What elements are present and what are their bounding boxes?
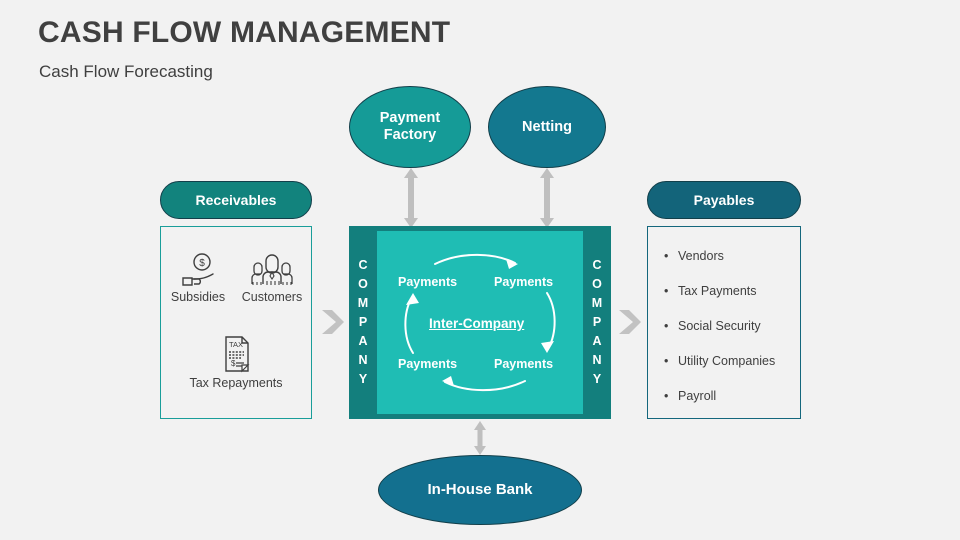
company-letter: Y — [592, 372, 602, 386]
chevron-right-icon-company-to-payables — [619, 310, 641, 334]
receivables-icon-row-top: $ Subsidies Customers — [160, 242, 312, 304]
chevron-right-icon-receivables-to-company — [322, 310, 344, 334]
circular-flow-arrows-icon — [404, 253, 556, 392]
company-letter: A — [358, 334, 368, 348]
payables-header-label: Payables — [693, 192, 755, 208]
receivables-header-label: Receivables — [195, 192, 277, 208]
company-letter: C — [358, 258, 368, 272]
tax-document-icon: TAX $ — [225, 336, 250, 373]
company-letter: N — [592, 353, 602, 367]
company-letter: C — [592, 258, 602, 272]
payables-list: Vendors Tax Payments Social Security Uti… — [662, 239, 794, 414]
payments-label-bottom-right: Payments — [494, 357, 554, 371]
receivables-header[interactable]: Receivables — [160, 181, 312, 219]
page-title: CASH FLOW MANAGEMENT — [38, 16, 451, 49]
double-arrow-vertical-icon-payment-factory — [404, 168, 418, 228]
receivables-icon-row-bottom: TAX $ Tax Repayments — [160, 328, 312, 390]
receivables-panel — [160, 226, 312, 419]
payment-factory-line1: Payment — [379, 110, 441, 127]
payables-header[interactable]: Payables — [647, 181, 801, 219]
receivables-item-tax-repayments[interactable]: TAX $ Tax Repayments — [160, 334, 312, 390]
list-item[interactable]: Utility Companies — [662, 344, 794, 379]
inter-company-label: Inter-Company — [429, 316, 525, 331]
receivables-label-subsidies: Subsidies — [170, 290, 226, 304]
company-letter: P — [592, 315, 602, 329]
company-letter: M — [591, 296, 603, 310]
list-item[interactable]: Vendors — [662, 239, 794, 274]
node-in-house-bank[interactable]: In-House Bank — [378, 455, 582, 525]
payment-factory-line2: Factory — [383, 127, 437, 143]
receivables-label-customers: Customers — [241, 290, 303, 304]
people-group-icon — [251, 254, 293, 285]
list-item[interactable]: Payroll — [662, 379, 794, 414]
list-item[interactable]: Tax Payments — [662, 274, 794, 309]
company-letter: O — [358, 277, 368, 291]
receivables-label-tax-repayments: Tax Repayments — [189, 376, 283, 390]
in-house-bank-label: In-House Bank — [427, 481, 533, 499]
payments-label-top-left: Payments — [398, 275, 458, 289]
hand-holding-dollar-icon: $ — [182, 253, 214, 286]
company-band-right: C O M P A N Y — [583, 226, 611, 419]
payments-label-top-right: Payments — [494, 275, 554, 289]
company-letter: O — [592, 277, 602, 291]
inter-company-flow-area — [377, 231, 583, 414]
company-letter: M — [357, 296, 369, 310]
company-band-left: C O M P A N Y — [349, 226, 377, 419]
node-payment-factory[interactable]: Payment Factory — [349, 86, 471, 168]
company-letter: Y — [358, 372, 368, 386]
company-letter: A — [592, 334, 602, 348]
receivables-item-customers[interactable]: Customers — [234, 252, 310, 304]
company-letter: N — [358, 353, 368, 367]
receivables-item-subsidies[interactable]: $ Subsidies — [162, 252, 234, 304]
netting-label: Netting — [522, 118, 572, 135]
payments-label-bottom-left: Payments — [398, 357, 458, 371]
tax-icon-text: TAX — [229, 340, 243, 349]
list-item[interactable]: Social Security — [662, 309, 794, 344]
page-subtitle: Cash Flow Forecasting — [39, 62, 213, 81]
node-netting[interactable]: Netting — [488, 86, 606, 168]
double-arrow-vertical-icon-bank — [474, 421, 486, 455]
svg-text:$: $ — [199, 258, 205, 269]
svg-text:$: $ — [231, 359, 236, 368]
double-arrow-vertical-icon-netting — [540, 168, 554, 228]
company-letter: P — [358, 315, 368, 329]
